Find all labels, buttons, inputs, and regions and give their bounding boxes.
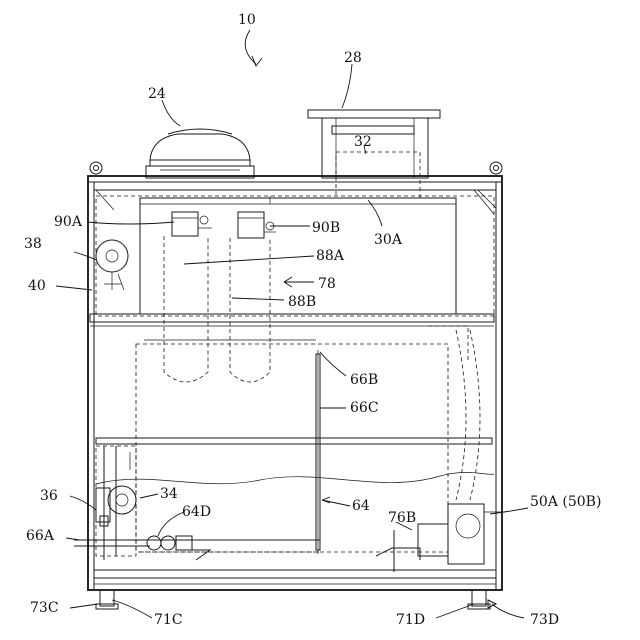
- valve-90B: [238, 212, 276, 238]
- label-66B: 66B: [350, 372, 378, 388]
- left-pump-assembly-34-36: [96, 446, 136, 560]
- label-30A: 30A: [374, 232, 403, 248]
- label-32: 32: [354, 134, 372, 150]
- label-64D: 64D: [182, 504, 211, 520]
- label-40: 40: [28, 278, 46, 294]
- tank-88A: [164, 236, 208, 382]
- label-73C: 73C: [30, 600, 59, 616]
- leader-lines: [56, 30, 528, 618]
- label-38: 38: [24, 236, 42, 252]
- label-34: 34: [160, 486, 178, 502]
- wavy-divider: [96, 472, 494, 484]
- label-73D: 73D: [530, 612, 559, 628]
- top-hood-unit-28: [308, 110, 440, 198]
- label-50A: 50A (50B): [530, 494, 601, 510]
- label-71D: 71D: [396, 612, 425, 628]
- label-66C: 66C: [350, 400, 379, 416]
- label-78: 78: [318, 276, 336, 292]
- label-76B: 76B: [388, 510, 416, 526]
- label-90A: 90A: [54, 214, 83, 230]
- label-90B: 90B: [312, 220, 340, 236]
- label-10: 10: [238, 12, 256, 28]
- top-fan-unit-24: [146, 129, 254, 178]
- label-36: 36: [40, 488, 58, 504]
- label-71C: 71C: [154, 612, 183, 628]
- label-66A: 66A: [26, 528, 55, 544]
- label-24: 24: [148, 86, 166, 102]
- foot-71C-73C: [96, 590, 118, 609]
- foot-71D-73D: [468, 590, 496, 609]
- label-64: 64: [352, 498, 370, 514]
- label-88A: 88A: [316, 248, 345, 264]
- valve-90A: [172, 212, 212, 236]
- side-fan-38: [96, 240, 128, 290]
- label-88B: 88B: [288, 294, 316, 310]
- label-28: 28: [344, 50, 362, 66]
- reference-labels: 10 24 28 32 30A 90A 90B 38 88A 78 40 88B…: [24, 12, 601, 628]
